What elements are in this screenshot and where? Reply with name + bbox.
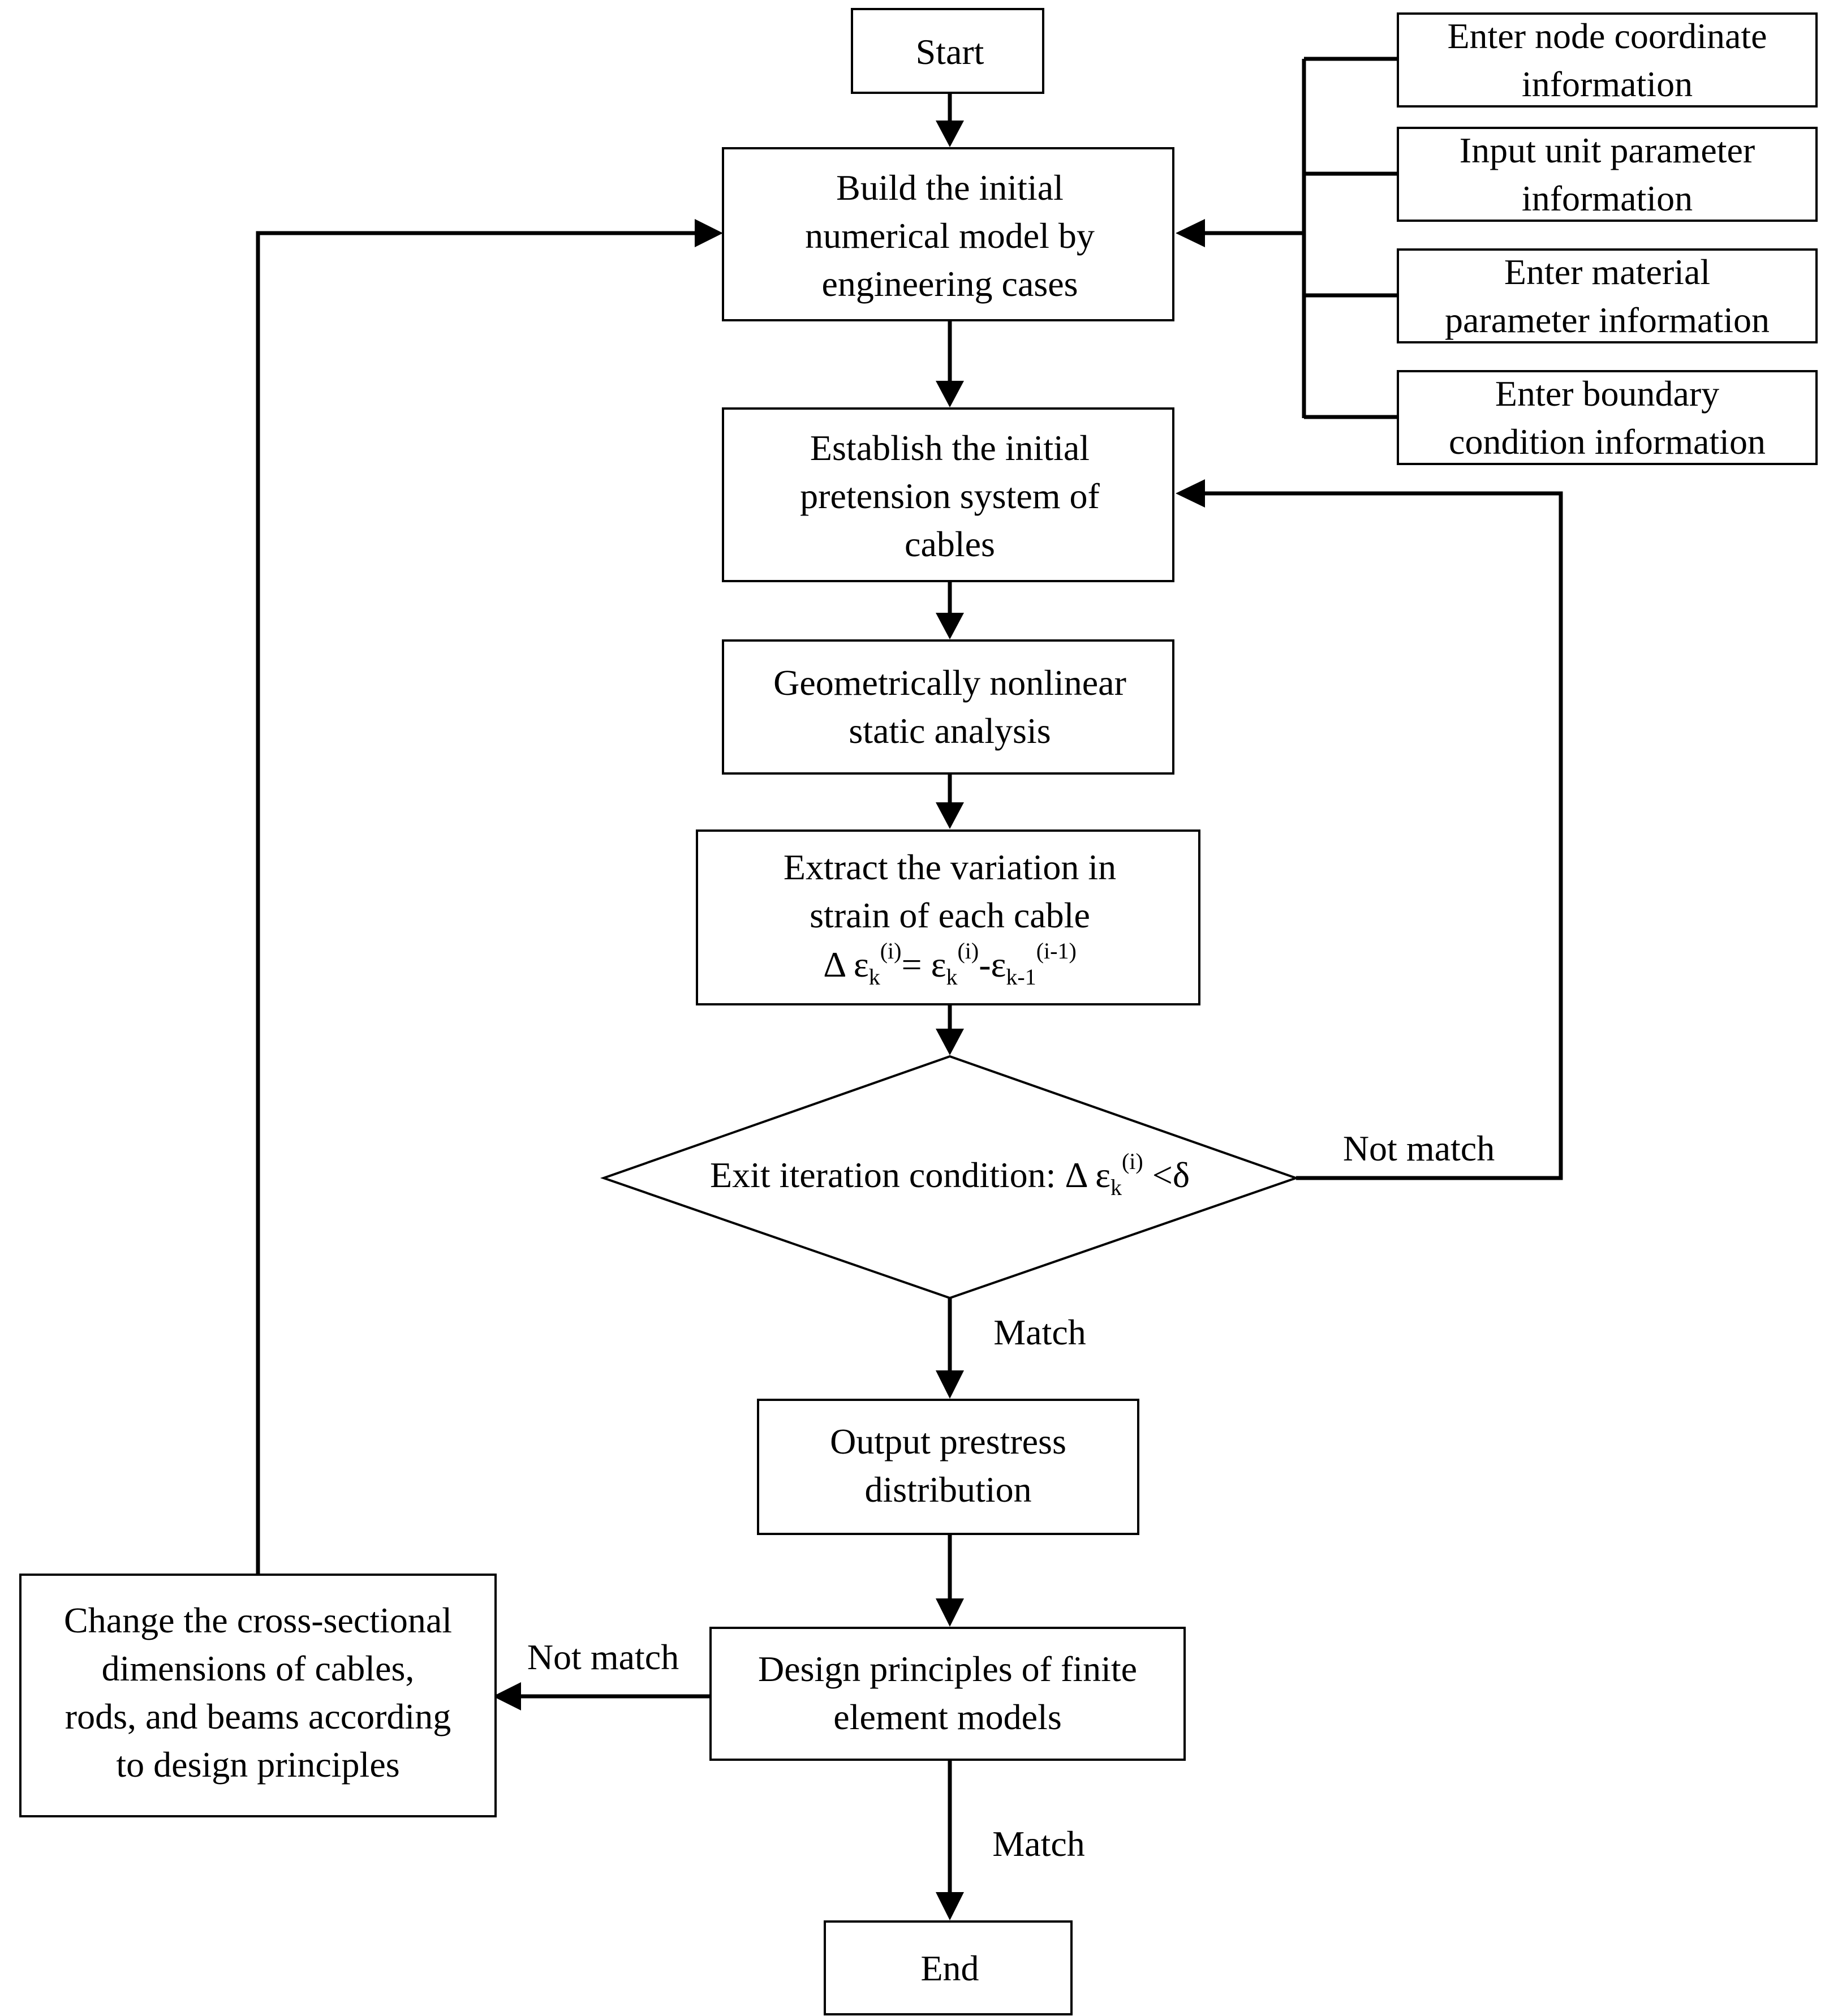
node-design (709, 1627, 1186, 1761)
arrowhead (493, 1682, 521, 1710)
arrowhead (695, 219, 723, 247)
arrowhead (936, 381, 964, 407)
label-unit-parameter-line-2: information (1522, 178, 1693, 218)
label-node-coordinate-line-1: Enter node coordinate (1447, 16, 1767, 56)
edge-label-decision-match: Match (993, 1312, 1086, 1352)
label-unit-parameter-line-1: Input unit parameter (1460, 130, 1755, 170)
label-change-line-2: dimensions of cables, (102, 1648, 415, 1688)
label-boundary-line-1: Enter boundary (1495, 373, 1719, 414)
arrowhead (936, 1598, 964, 1627)
label-extract-line-1: Extract the variation in (784, 847, 1116, 887)
label-output-line-1: Output prestress (830, 1421, 1066, 1462)
label-build-line-1: Build the initial (836, 167, 1064, 208)
arrowhead (1176, 219, 1205, 247)
label-boundary-line-2: condition information (1449, 422, 1766, 462)
arrowhead (936, 121, 964, 147)
edge-label-decision-not-match: Not match (1343, 1128, 1495, 1168)
label-output-line-2: distribution (864, 1469, 1031, 1510)
arrowhead (936, 802, 964, 829)
label-build-line-3: engineering cases (821, 264, 1078, 304)
node-labels: Start Build the initial numerical model … (64, 16, 1770, 1988)
edge-label-design-match: Match (992, 1824, 1085, 1864)
arrow-decision-loop-to-pretension (1202, 491, 1563, 1180)
node-analysis (722, 639, 1174, 775)
node-start (851, 8, 1044, 94)
label-design-line-2: element models (833, 1697, 1061, 1737)
label-extract-line-2: strain of each cable (810, 895, 1090, 935)
node-boundary (1397, 370, 1818, 465)
node-change (19, 1574, 497, 1817)
arrowhead (1176, 479, 1205, 508)
connectors (256, 57, 1563, 1920)
node-node-coordinate (1397, 12, 1818, 108)
arrowhead (936, 613, 964, 639)
label-start: Start (916, 32, 984, 72)
edge-label-design-not-match: Not match (527, 1637, 679, 1677)
node-end (824, 1920, 1073, 2015)
label-material-line-2: parameter information (1445, 300, 1770, 340)
label-change-line-1: Change the cross-sectional (64, 1600, 452, 1640)
node-material (1397, 248, 1818, 343)
node-unit-parameter (1397, 127, 1818, 222)
arrowhead (936, 1370, 964, 1399)
node-pretension (722, 407, 1174, 582)
label-end: End (920, 1948, 979, 1988)
label-build-line-2: numerical model by (805, 216, 1095, 256)
label-material-line-1: Enter material (1504, 252, 1710, 292)
label-analysis-line-2: static analysis (849, 711, 1051, 751)
label-pretension-line-3: cables (905, 524, 995, 564)
node-output (757, 1399, 1139, 1535)
arrowhead (936, 1029, 964, 1055)
label-change-line-4: to design principles (116, 1744, 399, 1785)
label-design-line-1: Design principles of finite (758, 1649, 1137, 1689)
label-pretension-line-2: pretension system of (800, 476, 1100, 516)
nodes (19, 8, 1818, 2015)
arrow-change-loop-to-build (256, 231, 696, 1575)
label-analysis-line-1: Geometrically nonlinear (773, 663, 1126, 703)
label-change-line-3: rods, and beams according (65, 1696, 451, 1736)
label-pretension-line-1: Establish the initial (810, 428, 1090, 468)
node-decision (600, 1055, 1300, 1300)
formula-strain-variation: Δ εk(i)= εk(i)-εk-1(i-1) (823, 938, 1077, 990)
formula-exit-condition: Exit iteration condition: Δ εk(i) <δ (710, 1149, 1190, 1200)
arrowhead (936, 1892, 964, 1920)
node-build (722, 147, 1174, 321)
node-extract (696, 829, 1200, 1005)
label-node-coordinate-line-2: information (1522, 64, 1693, 104)
